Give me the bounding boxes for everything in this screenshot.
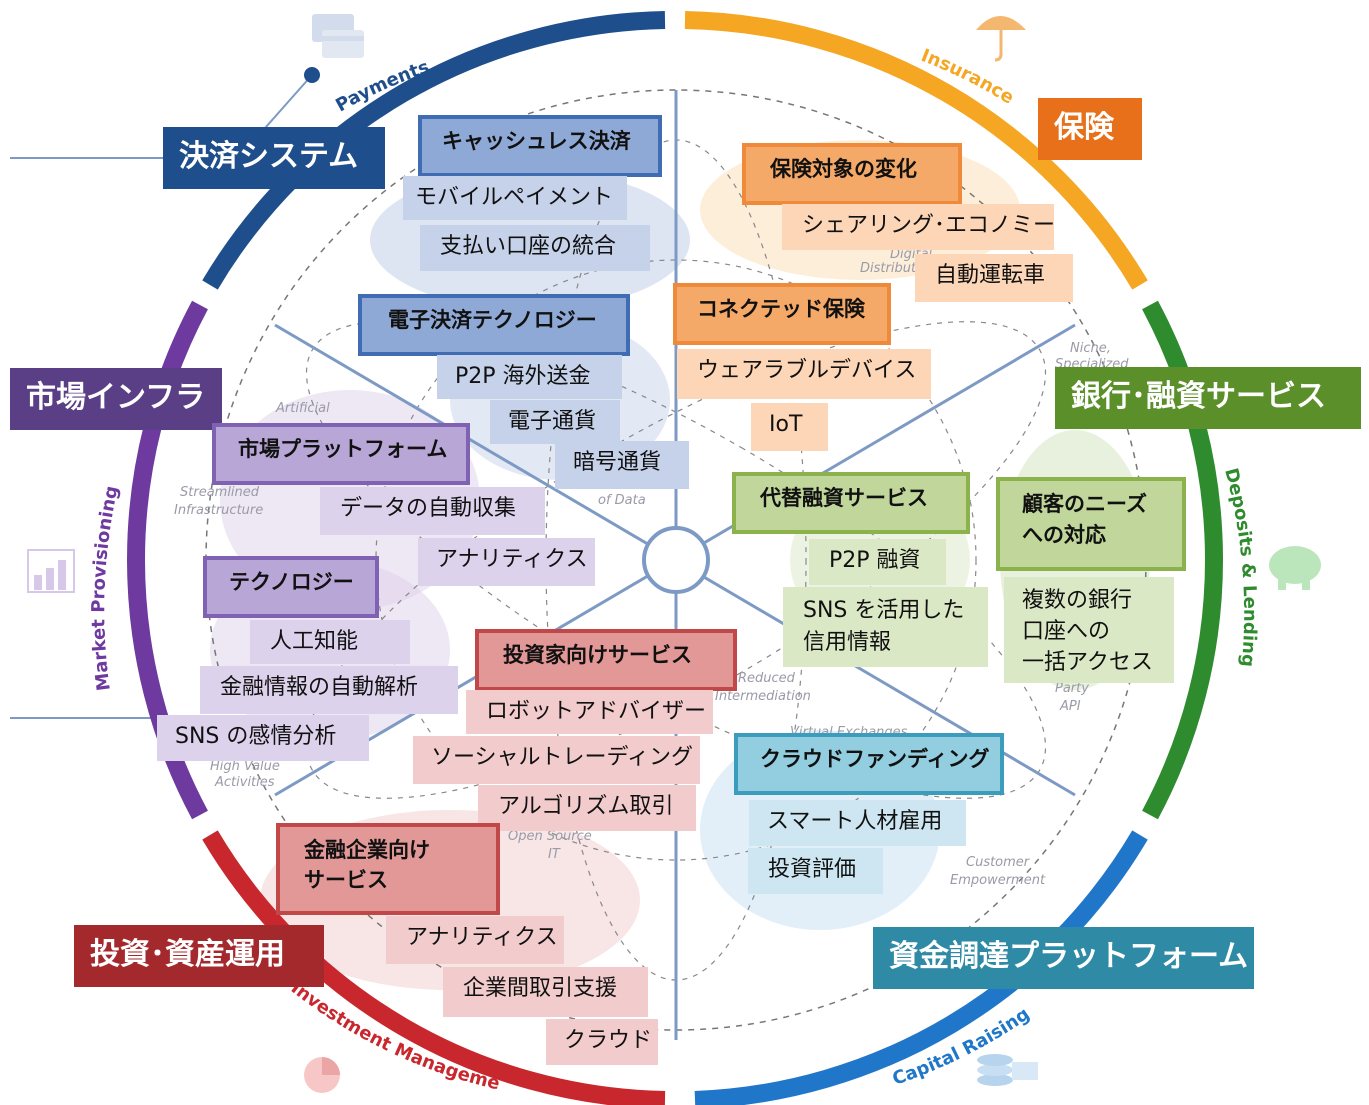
bg-text: Niche, (1070, 341, 1111, 356)
bg-text: Infrastructure (174, 503, 263, 518)
inner-ring-inner (375, 259, 977, 861)
coins-icon (977, 1054, 1038, 1086)
item-sharing-economy: シェアリング･エコノミー (782, 204, 1055, 250)
bg-text: Empowerment (950, 873, 1046, 888)
category-banking: 銀行･融資サービス (1055, 367, 1361, 429)
category-insurance: 保険 (1038, 98, 1142, 160)
payments-arc (202, 11, 666, 290)
item-crypto-currency: 暗号通貨 (555, 441, 689, 489)
header-insurance-change: 保険対象の変化 (742, 143, 962, 205)
header-cashless-payment: キャッシュレス決済 (418, 115, 662, 177)
bg-text: of Data (598, 493, 646, 508)
header-crowdfunding: クラウドファンディング (734, 733, 1004, 795)
item-iot: IoT (751, 403, 828, 451)
piggy-bank-icon (1269, 546, 1321, 590)
item-p2p-lending: P2P 融資 (809, 539, 946, 585)
bg-text: Customer (966, 855, 1031, 870)
header-investor-services: 投資家向けサービス (475, 629, 737, 691)
item-analytics-corporate: アナリティクス (386, 916, 564, 964)
bar-chart-icon (27, 549, 75, 593)
item-autonomous-car: 自動運転車 (915, 254, 1073, 302)
header-market-platform: 市場プラットフォーム (212, 423, 470, 485)
bg-text: Intermediation (715, 689, 811, 704)
payments-dot (304, 67, 320, 83)
item-financial-info-analysis: 金融情報の自動解析 (200, 666, 458, 714)
category-investment: 投資･資産運用 (74, 925, 324, 987)
header-technology: テクノロジー (203, 556, 379, 618)
bg-text: High Value (210, 759, 280, 774)
bg-text: Activities (214, 775, 275, 790)
bg-text: API (1059, 699, 1081, 714)
insurance-arc (684, 11, 1148, 290)
category-payments: 決済システム (163, 127, 385, 189)
header-connected-insurance: コネクテッド保険 (673, 283, 891, 345)
category-capital: 資金調達プラットフォーム (873, 927, 1254, 989)
item-p2p-remittance: P2P 海外送金 (437, 355, 622, 399)
item-artificial-intelligence: 人工知能 (250, 620, 410, 664)
item-cloud: クラウド (546, 1019, 658, 1065)
item-e-currency: 電子通貨 (490, 400, 620, 444)
item-analytics-market: アナリティクス (418, 538, 595, 586)
capital-arc (694, 830, 1148, 1105)
header-alternative-finance: 代替融資サービス (732, 472, 970, 534)
header-customer-needs: 顧客のニーズ への対応 (996, 477, 1186, 571)
header-corporate-services: 金融企業向け サービス (276, 823, 500, 915)
item-wearable-device: ウェアラブルデバイス (677, 349, 931, 399)
svg-text:Deposits & Lending: Deposits & Lending (1220, 466, 1260, 668)
bg-text: IT (548, 847, 561, 862)
item-social-trading: ソーシャルトレーディング (413, 736, 700, 784)
bg-text: Reduced (738, 671, 796, 686)
pie-chart-icon (304, 1057, 340, 1093)
item-algorithmic-trading: アルゴリズム取引 (478, 785, 696, 831)
bg-text: Artificial (275, 401, 330, 416)
item-sns-sentiment: SNS の感情分析 (157, 715, 369, 761)
item-mobile-payment: モバイルペイメント (403, 176, 627, 220)
svg-text:Market Provisioning: Market Provisioning (88, 484, 122, 692)
investment-arc (202, 830, 666, 1105)
credit-card-icon (312, 14, 364, 58)
ring-label-market: Market Provisioning (88, 484, 122, 692)
item-investment-evaluation: 投資評価 (748, 848, 883, 894)
item-b2b-support: 企業間取引支援 (443, 967, 648, 1017)
category-market: 市場インフラ (10, 368, 222, 430)
bg-text: Streamlined (180, 485, 260, 500)
item-account-integration: 支払い口座の統合 (420, 225, 650, 271)
item-sns-credit-info: SNS を活用した 信用情報 (783, 587, 988, 667)
item-multi-bank-access: 複数の銀行 口座への 一括アクセス (1004, 577, 1174, 683)
item-smart-talent-hiring: スマート人材雇用 (749, 800, 966, 846)
item-robo-advisor: ロボットアドバイザー (466, 690, 713, 734)
bg-text: Party (1055, 681, 1089, 696)
item-auto-data-collection: データの自動収集 (320, 487, 545, 535)
umbrella-icon (976, 16, 1026, 62)
center-hub (642, 526, 710, 594)
bg-text: Open Source (508, 829, 592, 844)
header-e-payment-tech: 電子決済テクノロジー (358, 294, 630, 356)
ring-label-deposits: Deposits & Lending (1220, 466, 1260, 668)
